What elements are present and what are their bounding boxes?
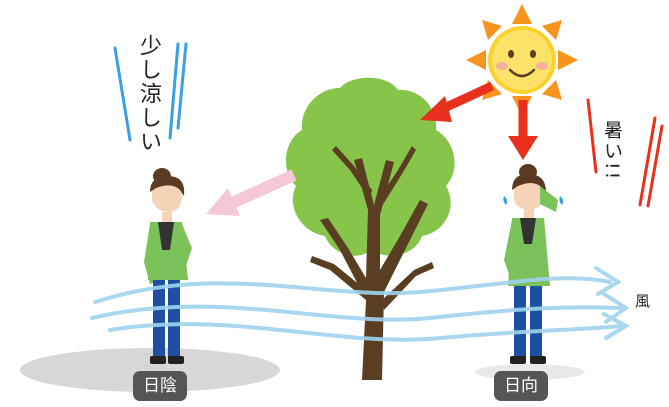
cool-speech-text: 少し涼しい xyxy=(136,34,161,154)
hot-emphasis-lines xyxy=(586,98,664,208)
person-in-sun xyxy=(503,164,564,364)
tree-to-shade-arrow xyxy=(206,169,297,216)
sun-to-tree-arrow xyxy=(420,81,494,122)
cool-emphasis-lines xyxy=(113,42,188,142)
wind-arrows xyxy=(90,266,631,342)
sun-icon xyxy=(466,4,578,116)
tree-shadow xyxy=(20,348,280,392)
hot-speech-text: 暑い!! xyxy=(601,120,623,182)
tree-icon xyxy=(285,77,455,380)
wind-label: 風 xyxy=(635,292,651,310)
shade-badge: 日陰 xyxy=(133,371,187,401)
person-in-shade xyxy=(144,168,192,364)
sun-to-person-arrow xyxy=(508,100,538,160)
sunny-badge: 日向 xyxy=(494,371,548,401)
